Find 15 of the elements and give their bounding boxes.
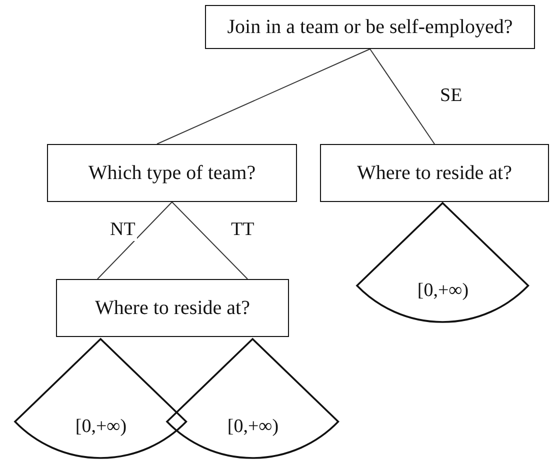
decision-box: Join in a team or be self-employed? bbox=[205, 5, 535, 49]
decision-box: Where to reside at? bbox=[56, 279, 289, 337]
sector-shape bbox=[15, 339, 187, 458]
sector-shape bbox=[357, 203, 529, 322]
interval-label: [0,+∞) bbox=[416, 280, 470, 302]
branch-line bbox=[97, 202, 172, 280]
branch-line bbox=[156, 48, 370, 144]
decision-box: Which type of team? bbox=[47, 144, 297, 202]
sector-shape bbox=[167, 339, 339, 458]
interval-label: [0,+∞) bbox=[74, 416, 128, 438]
decision-box: Where to reside at? bbox=[320, 144, 549, 202]
branch-line bbox=[370, 48, 435, 144]
edge-label: NT bbox=[108, 220, 138, 241]
interval-label: [0,+∞) bbox=[226, 416, 280, 438]
branch-line bbox=[172, 202, 248, 280]
